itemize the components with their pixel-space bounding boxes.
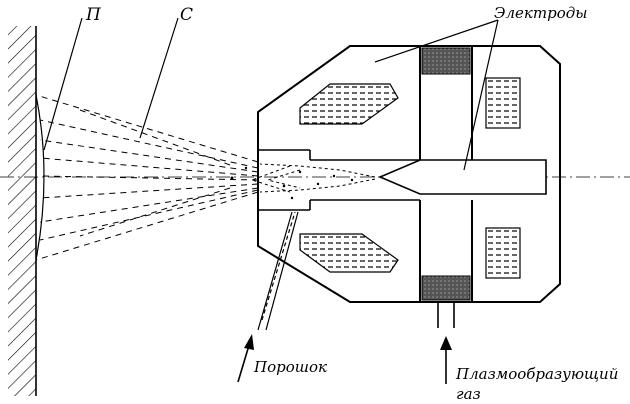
powder-label: Порошок xyxy=(253,358,327,376)
gas-feed-tube xyxy=(437,302,455,328)
cooling-channel-right-top xyxy=(485,77,521,129)
powder-feed-tube xyxy=(257,211,299,331)
spray-label: С xyxy=(180,5,193,25)
coating-layer xyxy=(35,94,45,261)
powder-particles xyxy=(230,166,354,200)
cooling-channel-left-bottom xyxy=(299,233,399,273)
cooling-channel-left-top xyxy=(299,83,399,125)
electrodes-leader-1 xyxy=(374,19,499,63)
coating-label: П xyxy=(85,5,102,25)
cooling-channel-right-bottom xyxy=(485,227,521,279)
cathode-electrode xyxy=(377,159,547,195)
substrate-wall xyxy=(8,26,37,396)
torch-body xyxy=(257,45,561,303)
gas-label-line2: газ xyxy=(456,385,481,403)
insulator-top xyxy=(421,47,471,75)
electrodes-label: Электроды xyxy=(494,4,587,22)
plasma-jet xyxy=(250,163,376,193)
gas-arrow xyxy=(440,336,452,384)
insulator-bottom xyxy=(421,275,471,301)
coating-leader xyxy=(43,17,83,151)
gas-label-line1: Плазмообразующий xyxy=(455,365,618,383)
electrodes-leader-2 xyxy=(463,19,499,171)
powder-arrow xyxy=(237,334,254,383)
spray-jet xyxy=(35,94,259,261)
spray-leader xyxy=(139,17,179,139)
